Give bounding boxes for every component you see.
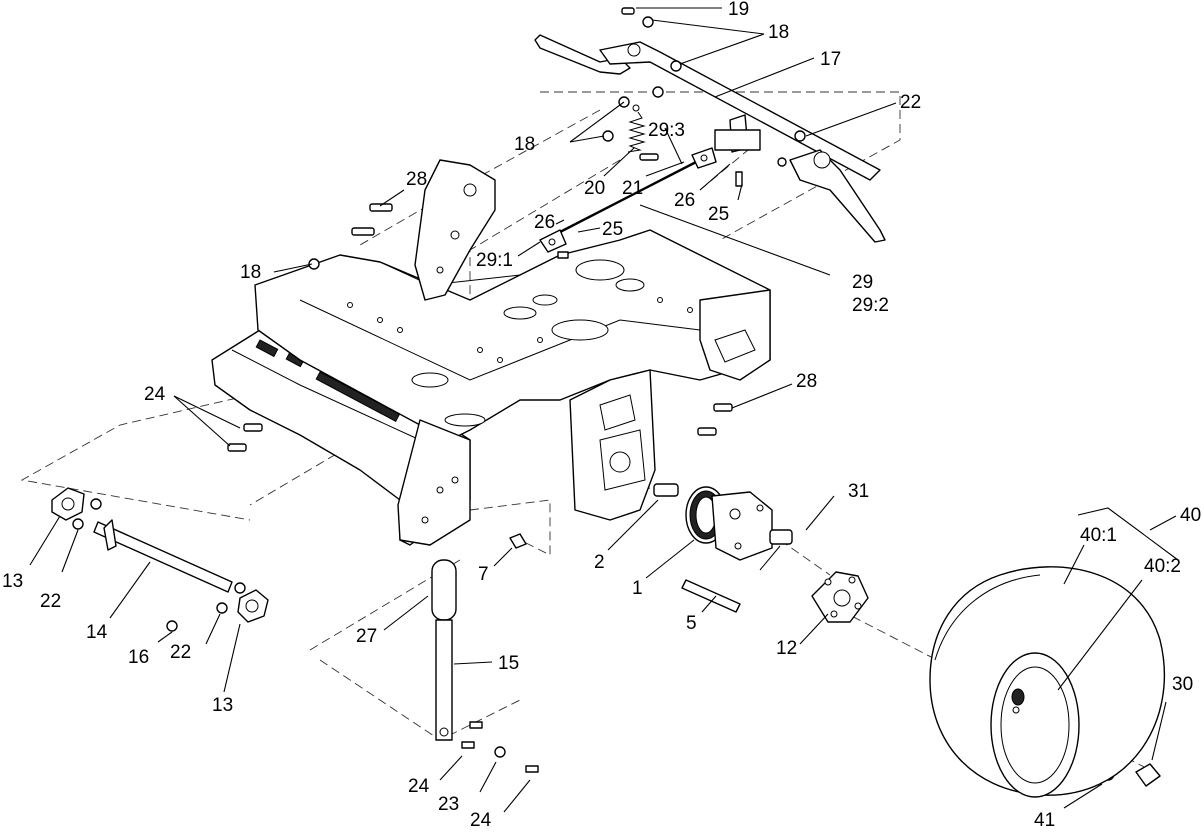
callout-22: 22 — [40, 591, 61, 612]
callout-23: 23 — [438, 794, 459, 815]
callout-29-2: 29:2 — [852, 295, 889, 316]
callout-27: 27 — [356, 626, 377, 647]
callout-21: 21 — [622, 178, 643, 199]
leader-lines — [29, 7, 1179, 813]
callout-19: 19 — [728, 0, 749, 20]
callout-26: 26 — [534, 212, 555, 233]
callout-14: 14 — [86, 622, 108, 643]
callout-1: 1 — [632, 578, 643, 599]
callout-18: 18 — [240, 262, 261, 283]
drive-shaft-assembly — [51, 487, 269, 632]
callout-18: 18 — [514, 134, 535, 155]
callout-12: 12 — [776, 638, 797, 659]
callout-2: 2 — [594, 552, 605, 573]
chassis-frame — [211, 159, 771, 546]
callout-40-1: 40:1 — [1080, 525, 1117, 546]
wheel-hub — [811, 571, 869, 623]
callout-18: 18 — [768, 22, 789, 43]
callout-20: 20 — [584, 178, 605, 199]
callout-22: 22 — [900, 92, 921, 113]
return-spring — [627, 104, 646, 153]
callout-30: 30 — [1172, 674, 1193, 695]
callout-7: 7 — [478, 564, 489, 585]
callout-15: 15 — [498, 653, 519, 674]
callout-25: 25 — [602, 219, 623, 240]
callout-31: 31 — [848, 481, 869, 502]
wheel-tire — [929, 566, 1165, 798]
callout-28: 28 — [796, 371, 817, 392]
callout-40: 40 — [1180, 505, 1201, 526]
callout-24: 24 — [144, 384, 166, 405]
callout-29: 29 — [852, 272, 873, 293]
wheel-motor — [681, 486, 793, 613]
control-lever-assembly — [534, 34, 886, 243]
callout-17: 17 — [820, 49, 841, 70]
brake-arm — [431, 559, 457, 741]
callout-16: 16 — [128, 647, 149, 668]
callout-5: 5 — [686, 613, 697, 634]
callout-41: 41 — [1034, 810, 1055, 831]
callout-28: 28 — [406, 169, 427, 190]
fasteners — [227, 7, 1161, 787]
callout-24: 24 — [470, 810, 492, 831]
link-rod-assembly — [539, 147, 717, 253]
callout-26: 26 — [674, 190, 695, 211]
callout-29-3: 29:3 — [648, 120, 685, 141]
callout-22: 22 — [170, 642, 191, 663]
callout-40-2: 40:2 — [1144, 556, 1181, 577]
callout-29-1: 29:1 — [476, 250, 513, 271]
callout-13: 13 — [212, 695, 233, 716]
callout-24: 24 — [408, 776, 430, 797]
callout-25: 25 — [708, 204, 729, 225]
callout-13: 13 — [2, 571, 23, 592]
